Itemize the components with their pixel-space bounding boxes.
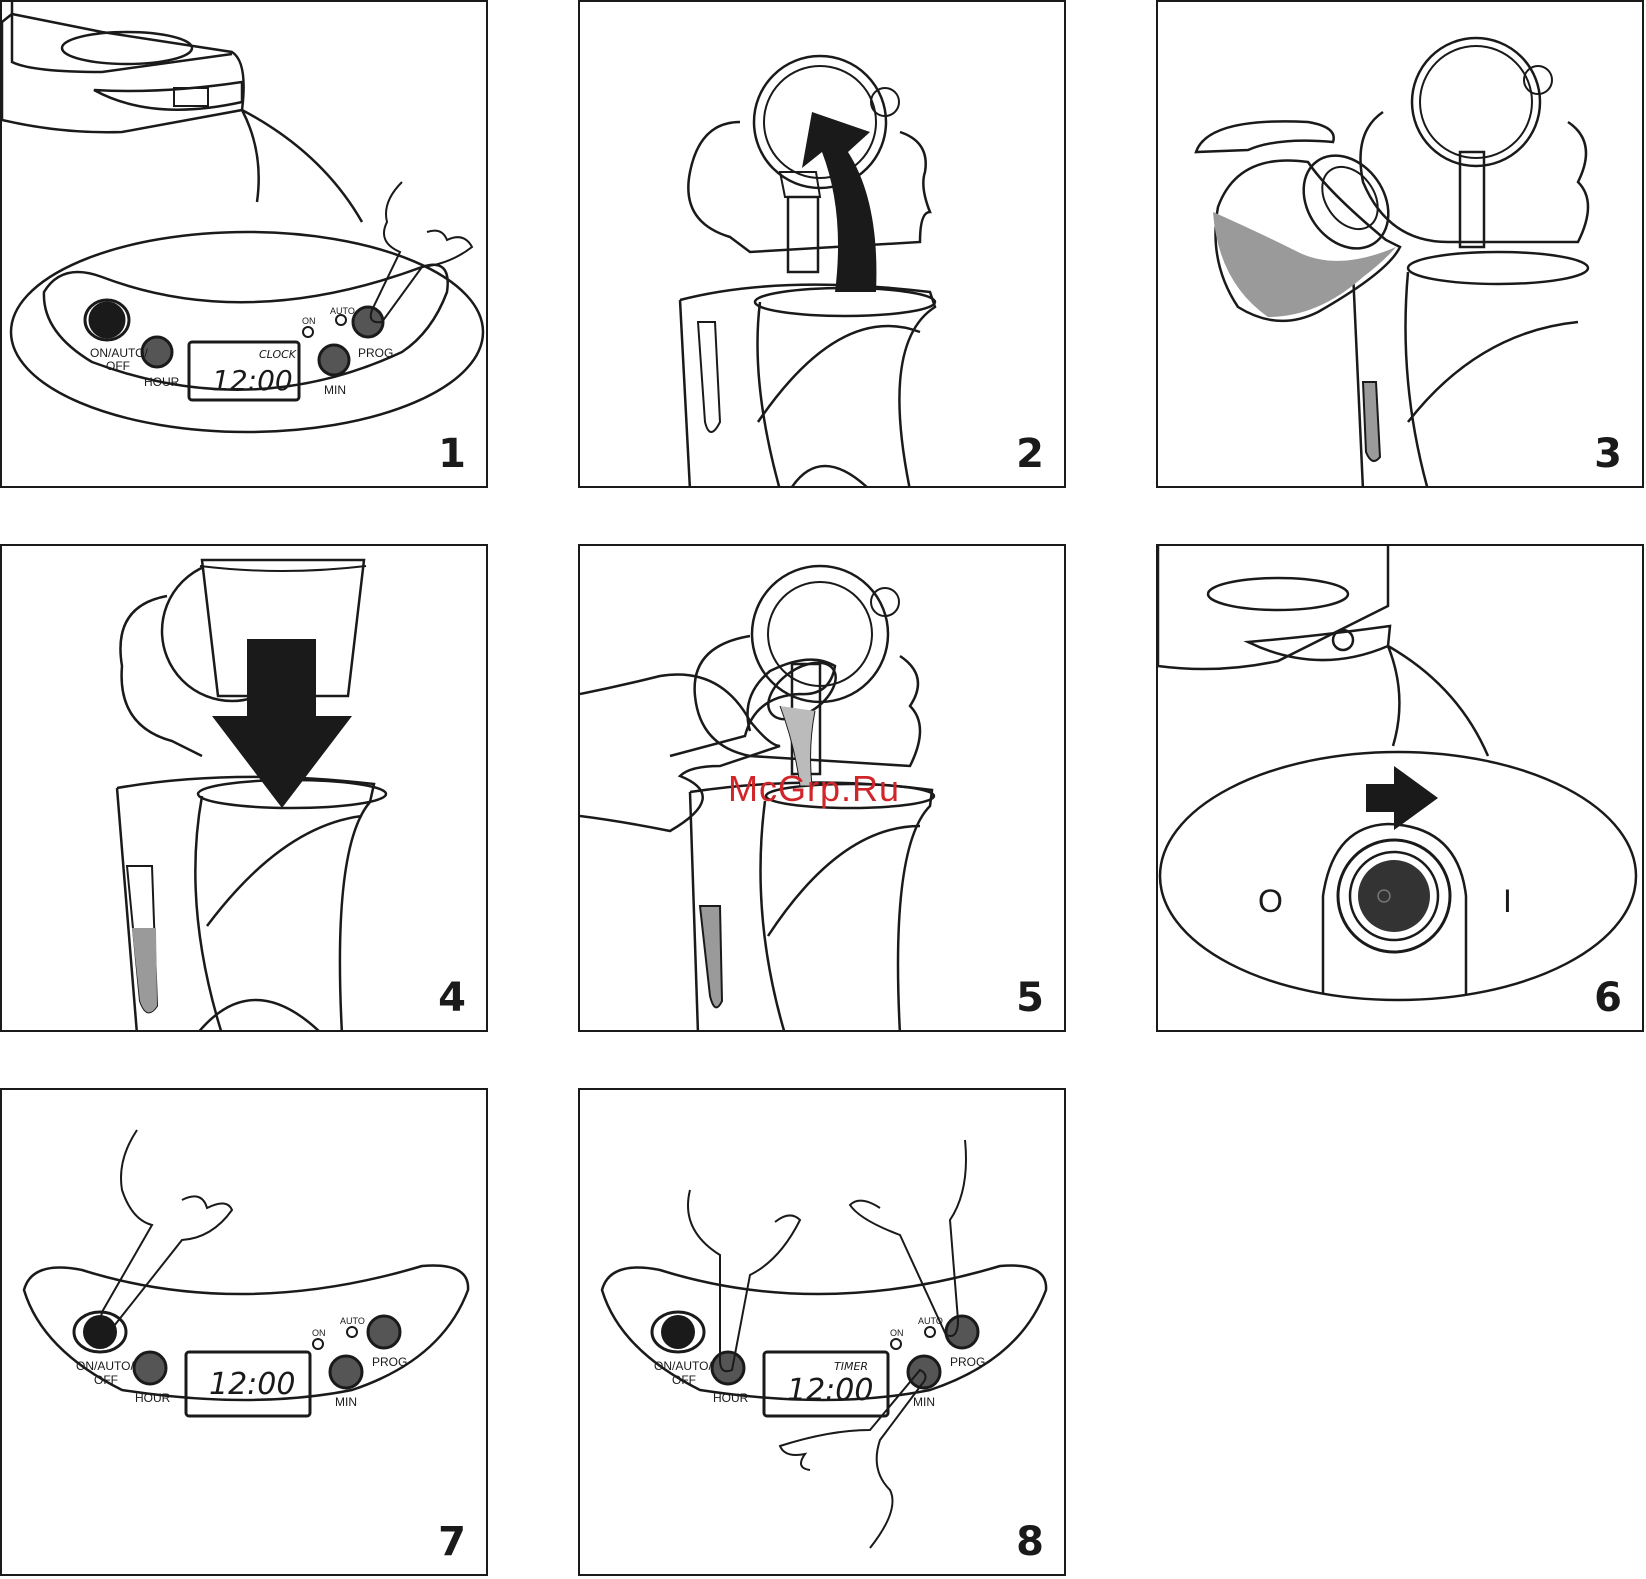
lcd-mode-8: TIMER: [834, 1360, 868, 1373]
step-panel-6: O I 6: [1156, 544, 1644, 1032]
off-label-8: OFF: [672, 1373, 696, 1387]
hour-label-7: HOUR: [135, 1391, 171, 1405]
step-number-1: 1: [438, 434, 466, 474]
step-panel-8: ON/AUTO/ OFF HOUR MIN PROG ON AUTO TIMER…: [578, 1088, 1066, 1576]
auto-label-1: AUTO: [330, 306, 355, 316]
step-number-5: 5: [1016, 978, 1044, 1018]
step-number-2: 2: [1016, 434, 1044, 474]
open-lid-illustration: [580, 2, 1066, 488]
off-label-1: OFF: [106, 359, 130, 373]
prog-label-8: PROG: [950, 1355, 985, 1369]
hour-label-1: HOUR: [144, 375, 180, 389]
on-label-1: ON: [302, 316, 316, 326]
timer-set-illustration: ON/AUTO/ OFF HOUR MIN PROG ON AUTO TIMER…: [580, 1090, 1066, 1576]
min-label-1: MIN: [324, 383, 346, 397]
on-label-7: ON: [312, 1328, 326, 1338]
step-panel-1: ON/AUTO/ OFF HOUR MIN PROG ON AUTO CLOCK…: [0, 0, 488, 488]
switch-off-label: O: [1258, 883, 1283, 919]
insert-filter-illustration: [2, 546, 488, 1032]
lcd-time-8: 12:00: [787, 1373, 873, 1408]
prog-label-1: PROG: [358, 346, 393, 360]
step-number-6: 6: [1594, 978, 1622, 1018]
switch-on-label: I: [1503, 883, 1512, 919]
prog-label-7: PROG: [372, 1355, 407, 1369]
pour-water-illustration: [1158, 2, 1644, 488]
step-panel-7: ON/AUTO/ OFF HOUR MIN PROG ON AUTO 12:00…: [0, 1088, 488, 1576]
min-label-7: MIN: [335, 1395, 357, 1409]
step-panel-4: 4: [0, 544, 488, 1032]
step-panel-3: 3: [1156, 0, 1644, 488]
step-number-7: 7: [438, 1522, 466, 1562]
step-number-8: 8: [1016, 1522, 1044, 1562]
on-auto-off-label-1: ON/AUTO/: [90, 346, 148, 360]
on-auto-off-label-8: ON/AUTO/: [654, 1359, 712, 1373]
auto-label-8: AUTO: [918, 1316, 943, 1326]
auto-label-7: AUTO: [340, 1316, 365, 1326]
step-panel-2: 2: [578, 0, 1066, 488]
step-number-3: 3: [1594, 434, 1622, 474]
off-label-7: OFF: [94, 1373, 118, 1387]
lcd-time-7: 12:00: [209, 1367, 295, 1402]
on-auto-off-label-7: ON/AUTO/: [76, 1359, 134, 1373]
power-switch-illustration: O I: [1158, 546, 1644, 1032]
lcd-mode-1: CLOCK: [259, 348, 297, 361]
lcd-time-1: 12:00: [212, 364, 293, 397]
on-off-press-illustration: ON/AUTO/ OFF HOUR MIN PROG ON AUTO 12:00: [2, 1090, 488, 1576]
on-label-8: ON: [890, 1328, 904, 1338]
power-switch-knob[interactable]: [1358, 860, 1430, 932]
min-label-8: MIN: [913, 1395, 935, 1409]
hour-label-8: HOUR: [713, 1391, 749, 1405]
watermark: McGrp.Ru: [728, 768, 900, 810]
step-number-4: 4: [438, 978, 466, 1018]
control-panel-illustration: ON/AUTO/ OFF HOUR MIN PROG ON AUTO CLOCK…: [2, 2, 488, 488]
